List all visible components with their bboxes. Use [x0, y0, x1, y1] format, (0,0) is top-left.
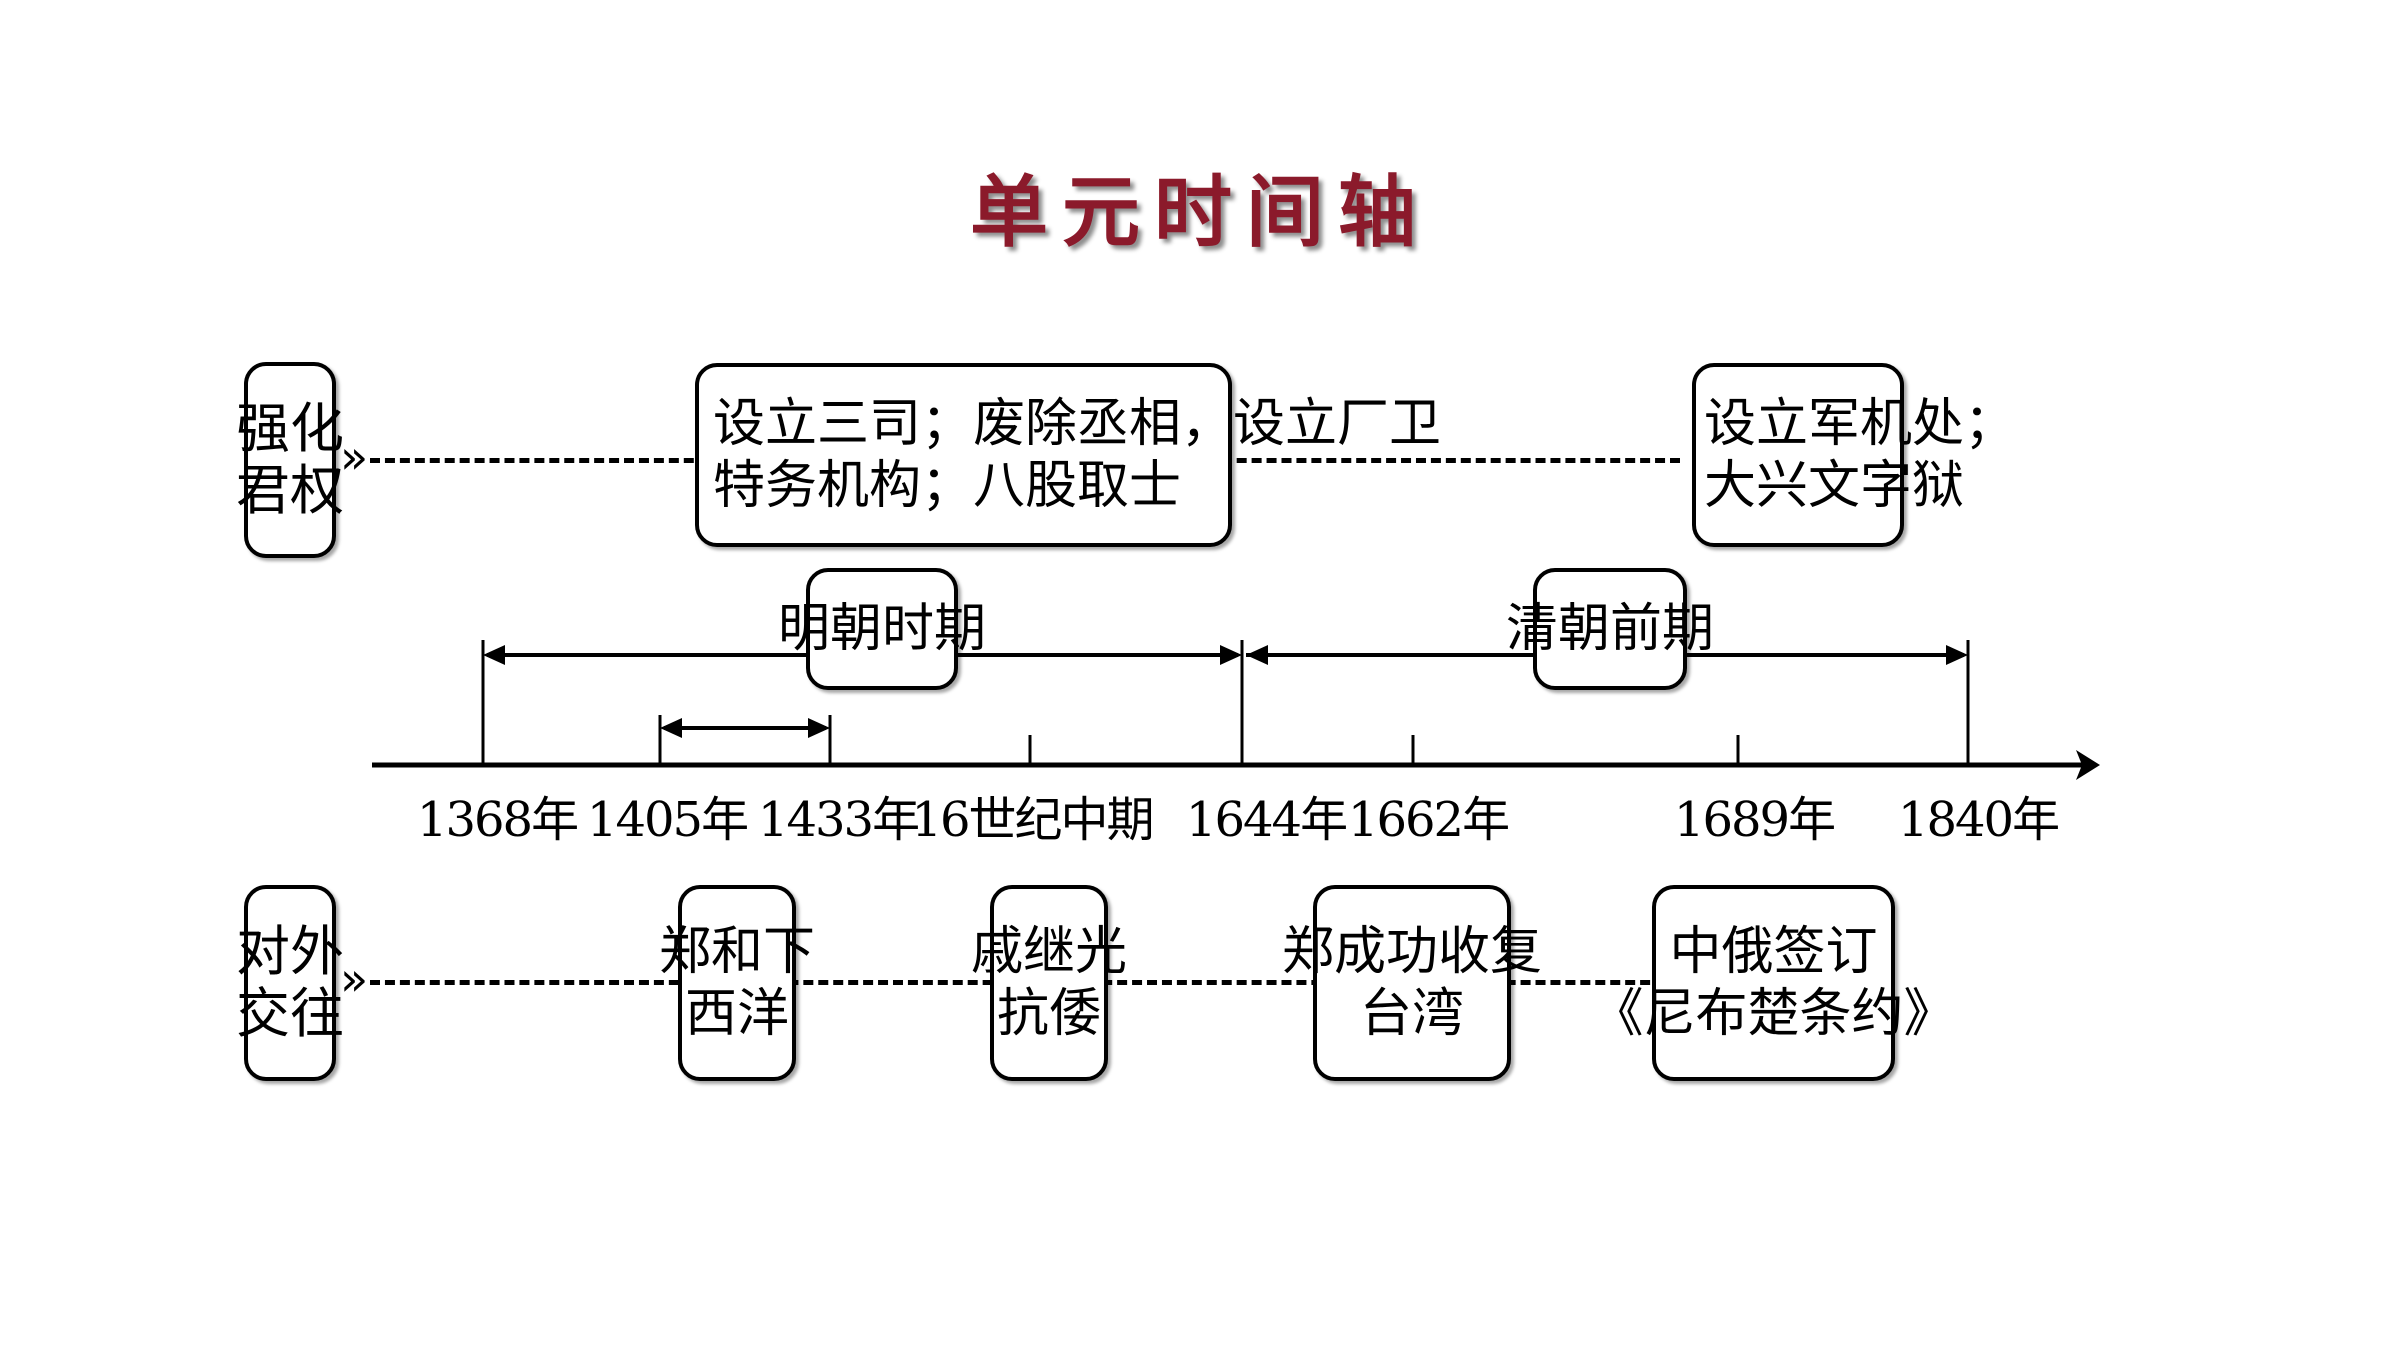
foreign-event-zhengchenggong-line1: 郑成功收复	[1282, 921, 1543, 982]
power-chevron-icon: »	[340, 430, 369, 484]
foreign-chevron-icon: »	[340, 952, 369, 1006]
category-power-line2: 君权	[236, 459, 344, 522]
qing-power-event-line2: 大兴文字狱	[1704, 456, 1965, 516]
foreign-event-zhenghe-line1: 郑和下	[659, 921, 816, 982]
qing-power-event-line1: 设立军机处；	[1704, 393, 2017, 454]
foreign-event-zhenghe: 郑和下 西洋	[659, 885, 815, 1081]
page-title: 单元时间轴	[969, 168, 1430, 258]
year-label-1644: 1644年	[1185, 792, 1348, 848]
year-label-1689: 1689年	[1673, 792, 1836, 848]
foreign-event-qijiguang: 戚继光 抗倭	[971, 885, 1127, 1081]
year-label-1840: 1840年	[1897, 792, 2060, 848]
ming-power-event-line1: 设立三司；废除丞相，设立厂卫	[713, 393, 1442, 454]
ming-power-event-line2: 特务机构；八股取士	[713, 456, 1182, 516]
foreign-event-zhengchenggong: 郑成功收复 台湾	[1282, 885, 1542, 1081]
year-label-1368: 1368年	[416, 792, 579, 848]
period-qing-label: 清朝前期	[1506, 568, 1714, 690]
category-power-line1: 强化	[236, 396, 344, 460]
year-label-1662: 1662年	[1347, 792, 1510, 848]
year-label-1433: 1433年	[757, 792, 920, 848]
year-label-1405: 1405年	[586, 792, 749, 848]
main-axis-arrowhead	[2076, 750, 2100, 780]
ming-power-event-box: 设立三司；废除丞相，设立厂卫 特务机构；八股取士	[695, 363, 1441, 547]
foreign-event-qijiguang-line2: 抗倭	[996, 984, 1101, 1044]
foreign-event-zhenghe-line2: 西洋	[684, 984, 789, 1044]
foreign-event-nerchinsk-line1: 中俄签订	[1669, 921, 1878, 982]
category-foreign-line2: 交往	[236, 982, 344, 1045]
category-power-box: 强化 君权	[236, 362, 344, 558]
period-ming-label: 明朝时期	[778, 568, 986, 690]
qing-power-event-box: 设立军机处； 大兴文字狱	[1692, 363, 2016, 547]
category-foreign-line1: 对外	[236, 919, 344, 983]
foreign-event-nerchinsk-line2: 《尼布楚条约》	[1591, 984, 1956, 1044]
foreign-event-nerchinsk: 中俄签订 《尼布楚条约》	[1592, 885, 1956, 1081]
foreign-event-qijiguang-line1: 戚继光	[971, 921, 1128, 982]
foreign-event-zhengchenggong-line2: 台湾	[1359, 984, 1464, 1044]
category-foreign-box: 对外 交往	[236, 885, 344, 1081]
year-label-16c: 16世纪中期	[911, 792, 1154, 848]
